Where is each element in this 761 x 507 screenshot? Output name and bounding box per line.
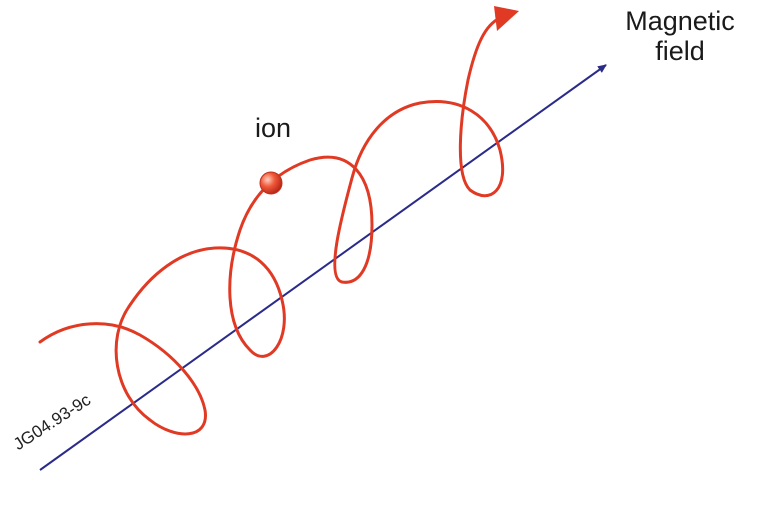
magnetic-field-line <box>39 64 607 471</box>
trajectory-arrowhead-icon <box>494 6 519 31</box>
helix-trajectory <box>38 16 505 436</box>
field-label-line2: field <box>655 36 705 66</box>
field-label-line1: Magnetic <box>625 6 735 36</box>
ion-particle <box>259 171 283 195</box>
magnetic-field-label: Magnetic field <box>610 6 750 66</box>
ion-label: ion <box>255 113 292 143</box>
